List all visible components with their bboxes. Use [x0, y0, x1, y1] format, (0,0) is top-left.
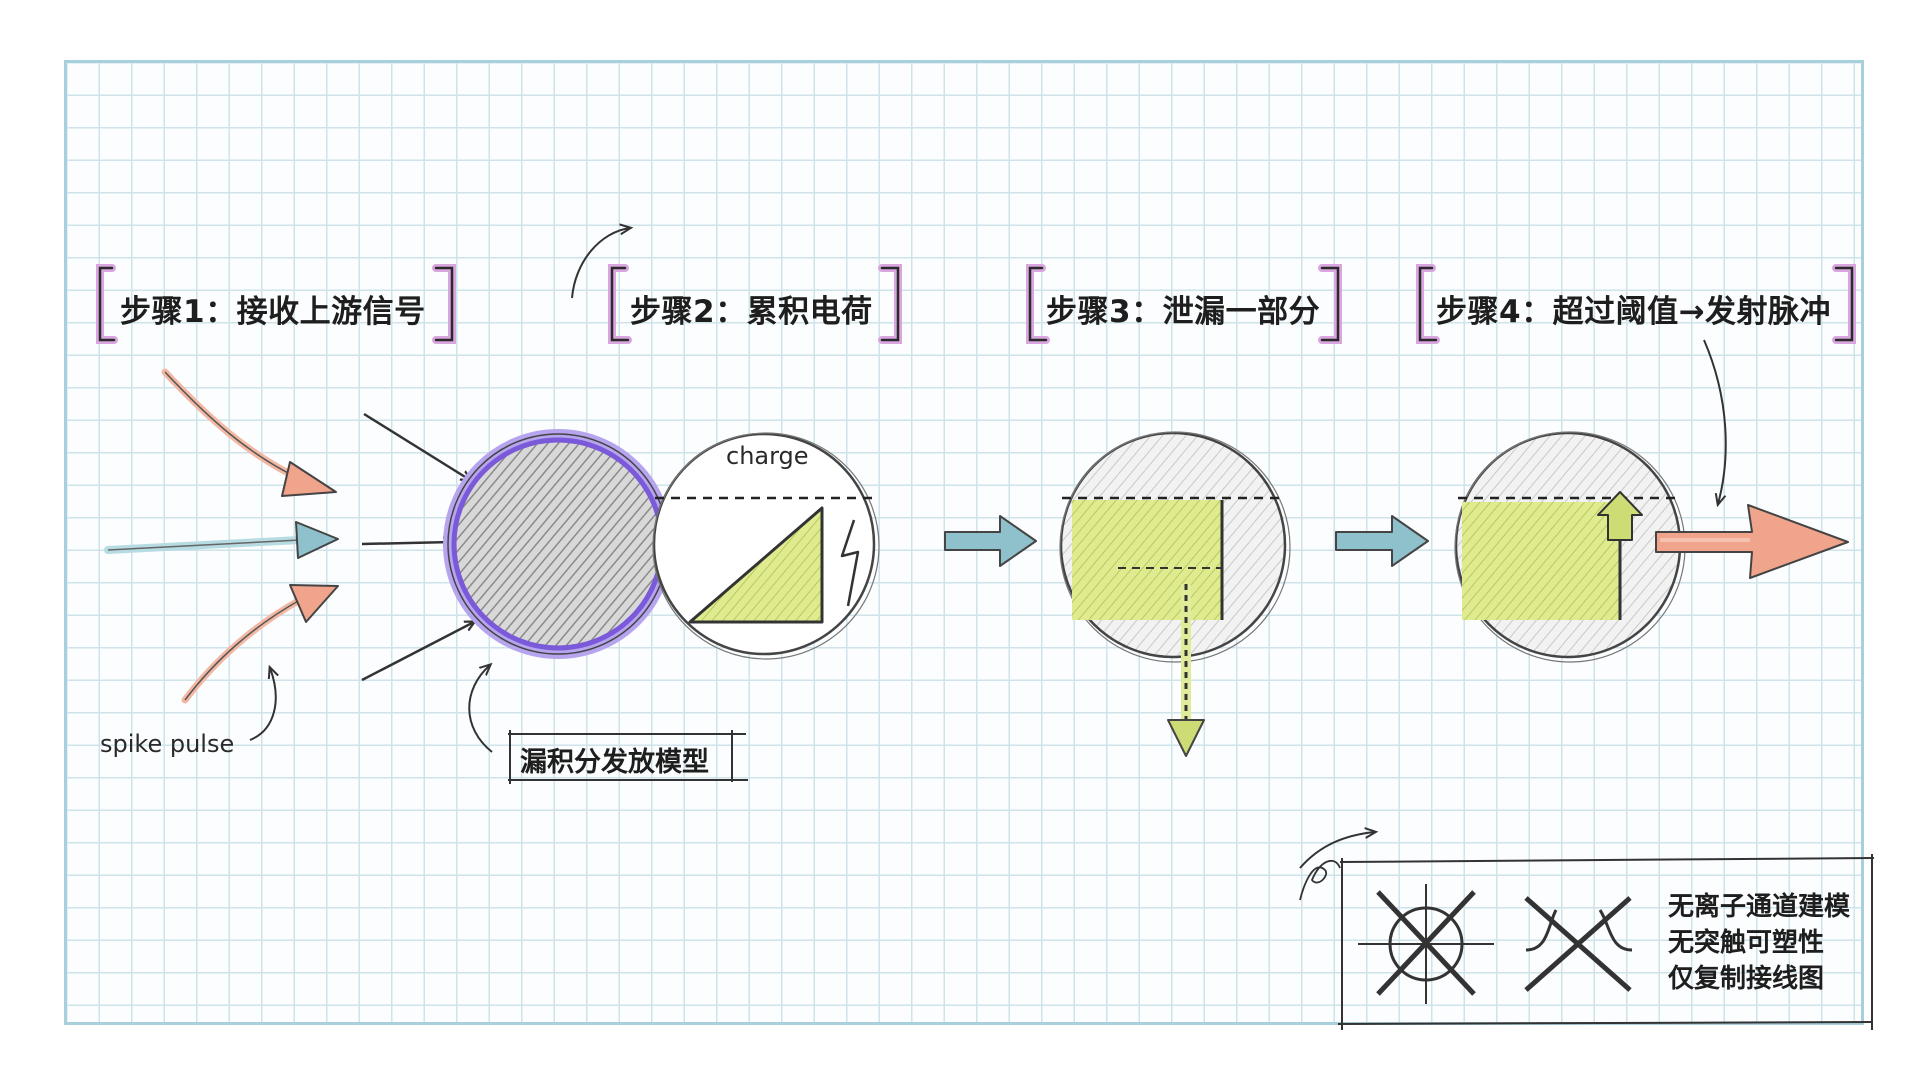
step4-pointer	[1703, 339, 1727, 504]
neuron-body	[443, 429, 673, 659]
leak-circle	[1059, 431, 1291, 757]
step4-bracket	[1416, 264, 1856, 344]
step1-label: 步骤1：接收上游信号	[120, 294, 426, 330]
flow-arrow-2-3	[944, 515, 1037, 567]
flow-arrow-3-4	[1335, 515, 1429, 567]
upstream-arrows	[104, 368, 339, 704]
synapse-crossed-icon	[1524, 896, 1633, 992]
input-arrows	[361, 412, 474, 682]
note-line-2: 无突触可塑性	[1668, 928, 1825, 958]
curved-arrow-step2	[571, 228, 630, 299]
ion-channel-crossed-icon	[1358, 884, 1494, 1004]
step3-label: 步骤3：泄漏一部分	[1046, 294, 1321, 330]
charge-circle	[652, 432, 880, 660]
spike-pulse-annotation: spike pulse	[100, 730, 235, 758]
charge-annotation: charge	[726, 442, 809, 470]
note-line-3: 仅复制接线图	[1668, 964, 1825, 994]
fire-circle	[1454, 431, 1686, 663]
model-label-box	[508, 730, 748, 784]
step2-label: 步骤2：累积电荷	[630, 294, 873, 330]
output-spike-arrow	[1655, 504, 1849, 579]
spike-pulse-pointer	[249, 668, 276, 741]
step2-bracket	[608, 264, 902, 344]
model-label: 漏积分发放模型	[520, 747, 709, 778]
note-scribble	[1299, 859, 1341, 901]
step4-label: 步骤4：超过阈值→发射脉冲	[1436, 294, 1832, 330]
step1-bracket	[96, 264, 456, 344]
model-label-pointer	[468, 665, 493, 753]
note-pointer	[1299, 832, 1375, 869]
step3-bracket	[1026, 264, 1342, 344]
limitation-note-box	[1337, 854, 1875, 1030]
note-line-1: 无离子通道建模	[1668, 892, 1851, 922]
